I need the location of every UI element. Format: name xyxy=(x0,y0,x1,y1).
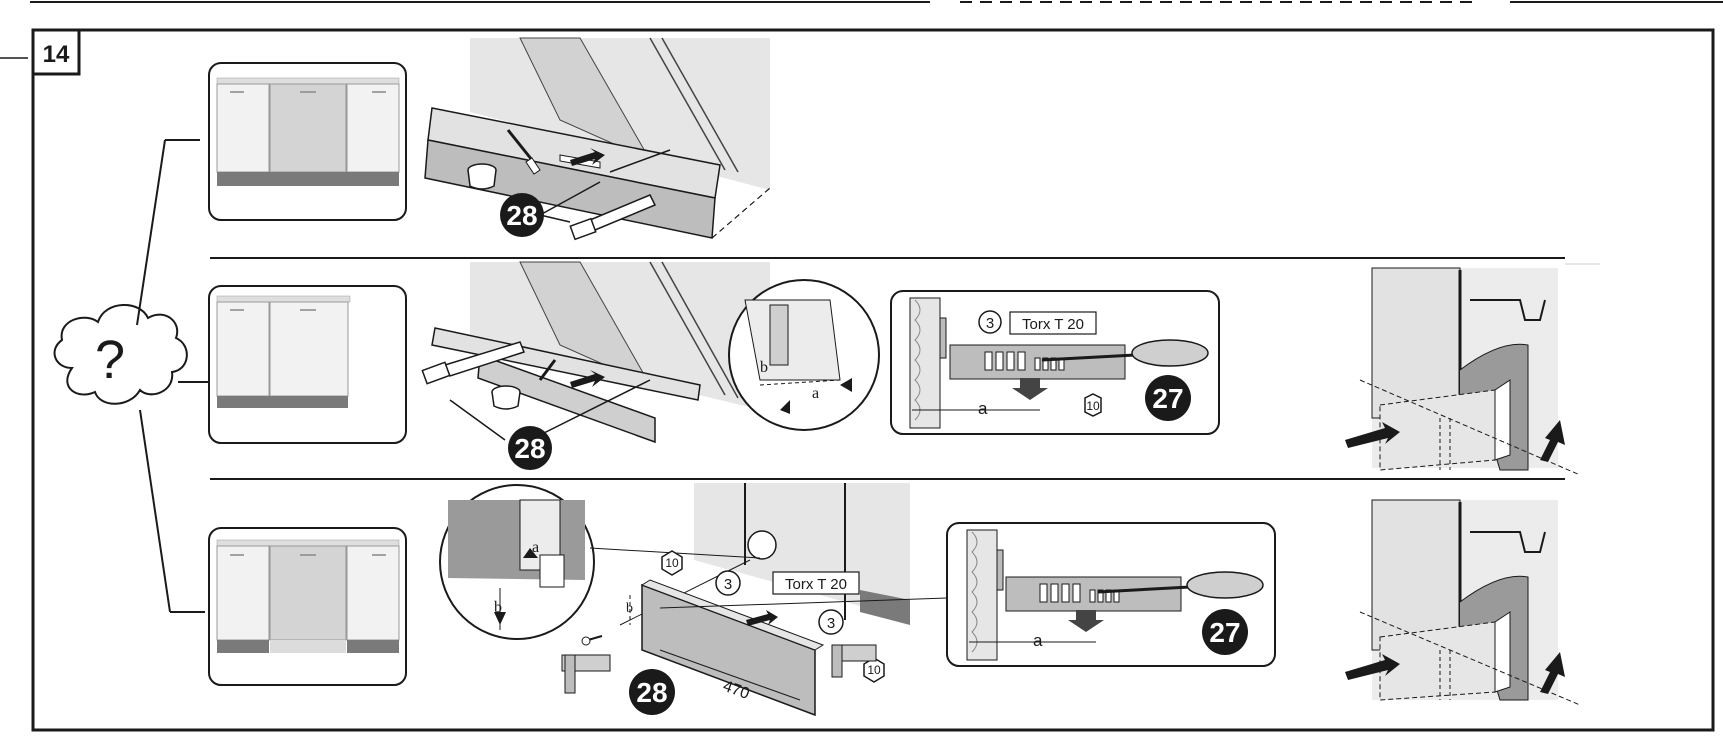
plinth-cut-scene-2: 28 xyxy=(421,261,770,470)
torx-label-box-row2 xyxy=(1009,311,1097,335)
svg-text:28: 28 xyxy=(506,200,537,231)
plinth-fit-scene-row2 xyxy=(1345,267,1581,476)
decision-branches xyxy=(136,139,208,613)
arrow-icon xyxy=(570,148,605,166)
arrow-icon xyxy=(1345,654,1400,680)
dimension-b-row2: b xyxy=(760,359,768,376)
kitchen-thumbnail-1 xyxy=(208,62,407,221)
nut-ref-left: 10 xyxy=(665,556,679,570)
svg-text:27: 27 xyxy=(1209,617,1240,648)
svg-text:28: 28 xyxy=(514,433,545,464)
hex-nut-icon: 10 xyxy=(1084,393,1102,417)
paint-pot-icon xyxy=(491,385,521,410)
callout-27-row2: 27 xyxy=(1145,375,1191,421)
arrow-icon xyxy=(570,370,605,388)
torx-label-row3: Torx T 20 xyxy=(785,576,847,593)
step-number: 14 xyxy=(43,41,70,68)
callout-27-row3: 27 xyxy=(1202,609,1248,655)
svg-text:3: 3 xyxy=(986,315,994,332)
arrow-icon xyxy=(1068,610,1104,632)
step-number-box: 14 xyxy=(31,28,81,76)
bracket-left xyxy=(561,654,611,694)
paintbrush-icon xyxy=(506,129,541,175)
kitchen-thumbnail-3 xyxy=(208,527,407,686)
nut-ref-right: 10 xyxy=(867,663,881,677)
svg-text:3: 3 xyxy=(827,615,835,632)
dimension-a-row3: a xyxy=(532,539,539,556)
screwdriver-icon xyxy=(1041,339,1209,367)
arrow-icon xyxy=(746,610,778,626)
question-mark: ? xyxy=(95,330,125,390)
saw-icon xyxy=(421,341,525,385)
screw-icon xyxy=(581,635,603,646)
dimension-b-plinth-row3: b xyxy=(626,601,633,616)
paintbrush-icon xyxy=(538,359,557,381)
saw-icon xyxy=(569,194,657,241)
dimension-a-row2: a xyxy=(812,385,819,402)
dimension-a-detail-row3: a xyxy=(1033,631,1043,650)
screw-ref-right-row3: 3 xyxy=(818,609,844,635)
callout-28-row3: 28 xyxy=(629,669,675,715)
plinth-assembly-row3: b 470 10 3 Torx T 20 3 10 xyxy=(561,550,885,717)
plinth-fit-scene-row3 xyxy=(1345,499,1581,706)
header-rules xyxy=(0,1,1723,59)
row-1: 28 xyxy=(208,37,771,241)
detail-box-row2: 3 Torx T 20 a 10 27 xyxy=(890,290,1220,435)
kitchen-thumbnail-2 xyxy=(208,285,407,444)
torx-label-box-row3 xyxy=(772,571,860,595)
hex-nut-icon: 10 xyxy=(863,657,885,683)
bracket-right xyxy=(831,644,877,678)
svg-text:3: 3 xyxy=(724,576,732,593)
svg-text:27: 27 xyxy=(1152,383,1183,414)
row-3: a b b 470 10 3 Torx T 20 xyxy=(208,483,1581,717)
detail-box-row3: a 27 xyxy=(946,522,1276,667)
magnifier-detail-row3: a b xyxy=(439,484,595,640)
screw-ref-left-row3: 3 xyxy=(715,570,741,596)
screw-ref-3-row2: 3 xyxy=(978,310,1002,334)
paint-pot-icon xyxy=(467,163,497,190)
magnifier-detail-row2: b a xyxy=(728,279,880,431)
arrow-icon xyxy=(1345,422,1400,448)
torx-label-row2: Torx T 20 xyxy=(1022,316,1084,333)
hex-nut-icon: 10 xyxy=(661,550,683,576)
svg-text:10: 10 xyxy=(1086,399,1100,413)
question-cloud-icon: ? xyxy=(53,304,188,405)
arrow-icon xyxy=(1540,420,1565,462)
svg-text:28: 28 xyxy=(636,677,667,708)
callout-28-row2: 28 xyxy=(508,426,552,470)
plinth-cut-scene-1: 28 xyxy=(424,37,771,241)
arrow-icon xyxy=(1540,652,1565,694)
screwdriver-icon xyxy=(1097,571,1264,599)
step-frame xyxy=(31,28,1715,732)
row-dividers xyxy=(210,257,1600,480)
row-2: 28 b a xyxy=(208,261,1581,476)
dimension-a-detail-row2: a xyxy=(978,399,988,418)
callout-28-row1: 28 xyxy=(500,193,544,237)
arrow-icon xyxy=(1012,378,1048,400)
dimension-b-magnifier-row3: b xyxy=(494,599,502,616)
